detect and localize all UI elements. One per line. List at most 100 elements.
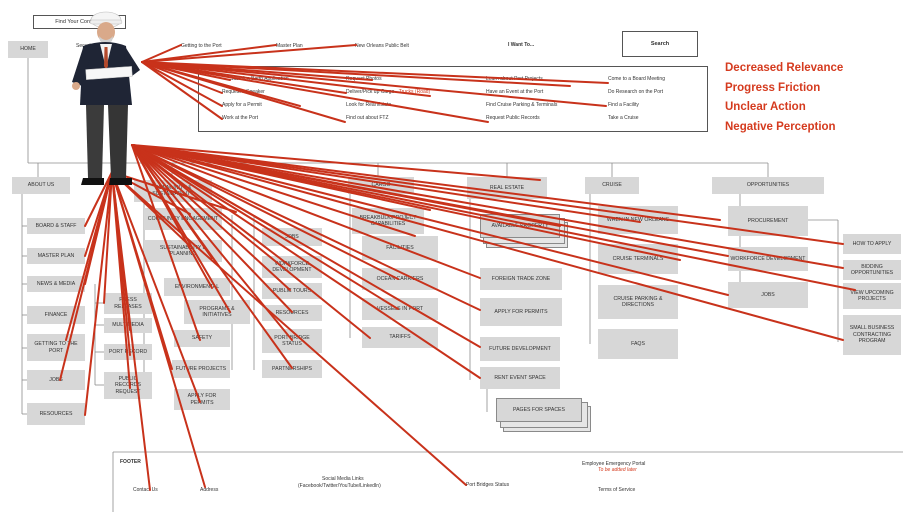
friction-line [103, 171, 113, 304]
footer-contact-link[interactable]: Contact Us [133, 487, 158, 493]
i-want-to-link[interactable]: Find Cruise Parking & Terminals [486, 102, 557, 108]
i-want-to-link[interactable]: Have an Event at the Port [486, 89, 543, 95]
friction-line [111, 171, 151, 491]
footer-social-links[interactable]: Social Media Links [322, 476, 364, 482]
re-foreign-trade-zone[interactable]: FOREIGN TRADE ZONE [480, 268, 562, 290]
friction-line [131, 144, 721, 221]
cargo-vessels[interactable]: VESSELS IN PORT [362, 298, 438, 320]
getting-to-port-link[interactable]: Getting to the Port [181, 43, 222, 49]
friction-line [141, 44, 357, 63]
public-belt-link[interactable]: New Orleans Public Belt [355, 43, 409, 49]
i-want-to-link[interactable]: Find out about FTZ [346, 115, 389, 121]
i-want-to-link-text: Find out about FTZ [346, 115, 389, 121]
i-want-to-link-text: Look for Real Estate [346, 102, 392, 108]
about-master-plan[interactable]: MASTER PLAN [27, 248, 85, 264]
footer-emergency-note: To be added later [598, 467, 637, 473]
re-future-development[interactable]: FUTURE DEVELOPMENT [480, 337, 560, 361]
about-us-node[interactable]: ABOUT US [12, 177, 70, 194]
footer-terms-link[interactable]: Terms of Service [598, 487, 636, 493]
about-finance[interactable]: FINANCE [27, 306, 85, 324]
friction-line [131, 144, 481, 311]
footer-label: FOOTER [120, 459, 141, 465]
cruise-node[interactable]: CRUISE [585, 177, 639, 194]
footer-bridges-link[interactable]: Port Bridges Status [466, 482, 510, 488]
friction-line [131, 144, 399, 310]
legend-progress-friction: Progress Friction [725, 82, 821, 94]
i-want-to-link-text: Do Research on the Port [608, 89, 664, 95]
friction-line [131, 144, 291, 267]
friction-line [141, 61, 346, 123]
re-pages-for-spaces[interactable]: PAGES FOR SPACES [496, 398, 582, 422]
i-want-to-link[interactable]: Apply for a Permit [222, 102, 262, 108]
friction-line [131, 144, 641, 223]
i-want-to-link[interactable]: Request Public Records [486, 115, 540, 121]
home-node[interactable]: HOME [8, 41, 48, 58]
community-apply-permits[interactable]: APPLY FOR PERMITS [174, 389, 230, 410]
friction-line [141, 44, 182, 63]
opp-bidding[interactable]: BIDDING OPPORTUNITIES [843, 260, 901, 280]
about-resources[interactable]: RESOURCES [27, 403, 85, 425]
opp-how-to-apply[interactable]: HOW TO APPLY [843, 234, 901, 254]
cargo-tariffs[interactable]: TARIFFS [362, 327, 438, 348]
opp-small-business[interactable]: SMALL BUSINESS CONTRACTING PROGRAM [843, 315, 901, 355]
about-getting-to-port[interactable]: GETTING TO THE PORT [27, 334, 85, 361]
i-want-to-link[interactable]: Look for Real Estate [346, 102, 391, 108]
friction-line [131, 144, 416, 237]
friction-line [131, 144, 541, 181]
friction-line [131, 144, 561, 227]
i-want-to-link[interactable]: Deliver/Pick up Cargo - Trucks (Road) [346, 89, 430, 95]
community-programs[interactable]: PROGRAMS & INITIATIVES [184, 300, 250, 324]
re-rent-event-space[interactable]: RENT EVENT SPACE [480, 367, 560, 389]
i-want-to-link-text: Have an Event at the Port [486, 89, 544, 95]
friction-line [131, 144, 201, 341]
opportunities-node[interactable]: OPPORTUNITIES [712, 177, 824, 194]
footer-emergency-link[interactable]: Employee Emergency Portal [582, 461, 646, 467]
about-news-media[interactable]: NEWS & MEDIA [27, 276, 85, 292]
i-want-to-link[interactable]: Take a Cruise [608, 115, 639, 121]
legend-negative-perception: Negative Perception [725, 121, 836, 133]
person-hardhat-icon [72, 11, 140, 185]
friction-line [141, 61, 223, 94]
i-want-to-link-text: Take a Cruise [608, 115, 639, 121]
friction-line [84, 171, 113, 227]
i-want-to-link[interactable]: Find a Facility [608, 102, 639, 108]
opp-procurement[interactable]: PROCUREMENT [728, 206, 808, 236]
footer-address[interactable]: Address [200, 487, 219, 493]
opp-jobs[interactable]: JOBS [728, 282, 808, 308]
friction-line [111, 171, 131, 389]
friction-line [131, 144, 291, 291]
re-apply-permits[interactable]: APPLY FOR PERMITS [480, 298, 562, 326]
about-board-staff[interactable]: BOARD & STAFF [27, 218, 85, 234]
about-public-records[interactable]: PUBLIC RECORDS REQUEST [104, 372, 152, 399]
friction-line [141, 61, 609, 84]
cruise-terminals[interactable]: CRUISE TERMINALS [598, 244, 678, 274]
friction-line [141, 44, 277, 63]
friction-line [131, 144, 729, 296]
i-want-to-link[interactable]: Come to a Board Meeting [608, 76, 665, 82]
friction-line [131, 144, 291, 238]
i-want-to-link-text: Come to a Board Meeting [608, 76, 665, 82]
cruise-faqs[interactable]: FAQS [598, 329, 678, 359]
friction-line [131, 144, 293, 313]
i-want-to-link[interactable]: Do Research on the Port [608, 89, 663, 95]
friction-line [131, 144, 481, 279]
friction-line [131, 144, 371, 339]
search-box[interactable]: Search [622, 31, 698, 57]
master-plan-link[interactable]: Master Plan [276, 43, 303, 49]
i-want-to-link-text: Apply for a Permit [222, 102, 262, 108]
friction-line [111, 171, 467, 486]
footer-social-list: (Facebook/Twitter/YouTube/LinkedIn) [298, 483, 381, 489]
friction-line [131, 144, 231, 313]
i-want-to-link-text: Request Public Records [486, 115, 540, 121]
friction-line [111, 171, 237, 213]
i-want-to-link[interactable]: Work at the Port [222, 115, 258, 121]
community-safety[interactable]: SAFETY [174, 330, 230, 347]
friction-line [111, 171, 206, 488]
opp-view-upcoming[interactable]: VIEW UPCOMING PROJECTS [843, 283, 901, 309]
about-jobs[interactable]: JOBS [27, 370, 85, 390]
i-want-to-link-text: Find a Facility [608, 102, 639, 108]
cargo-ocean-carriers[interactable]: OCEAN CARRIERS [362, 268, 438, 290]
i-want-to-heading: I Want To... [508, 42, 535, 48]
i-want-to-link-text: Deliver/Pick up Cargo - [346, 89, 399, 95]
